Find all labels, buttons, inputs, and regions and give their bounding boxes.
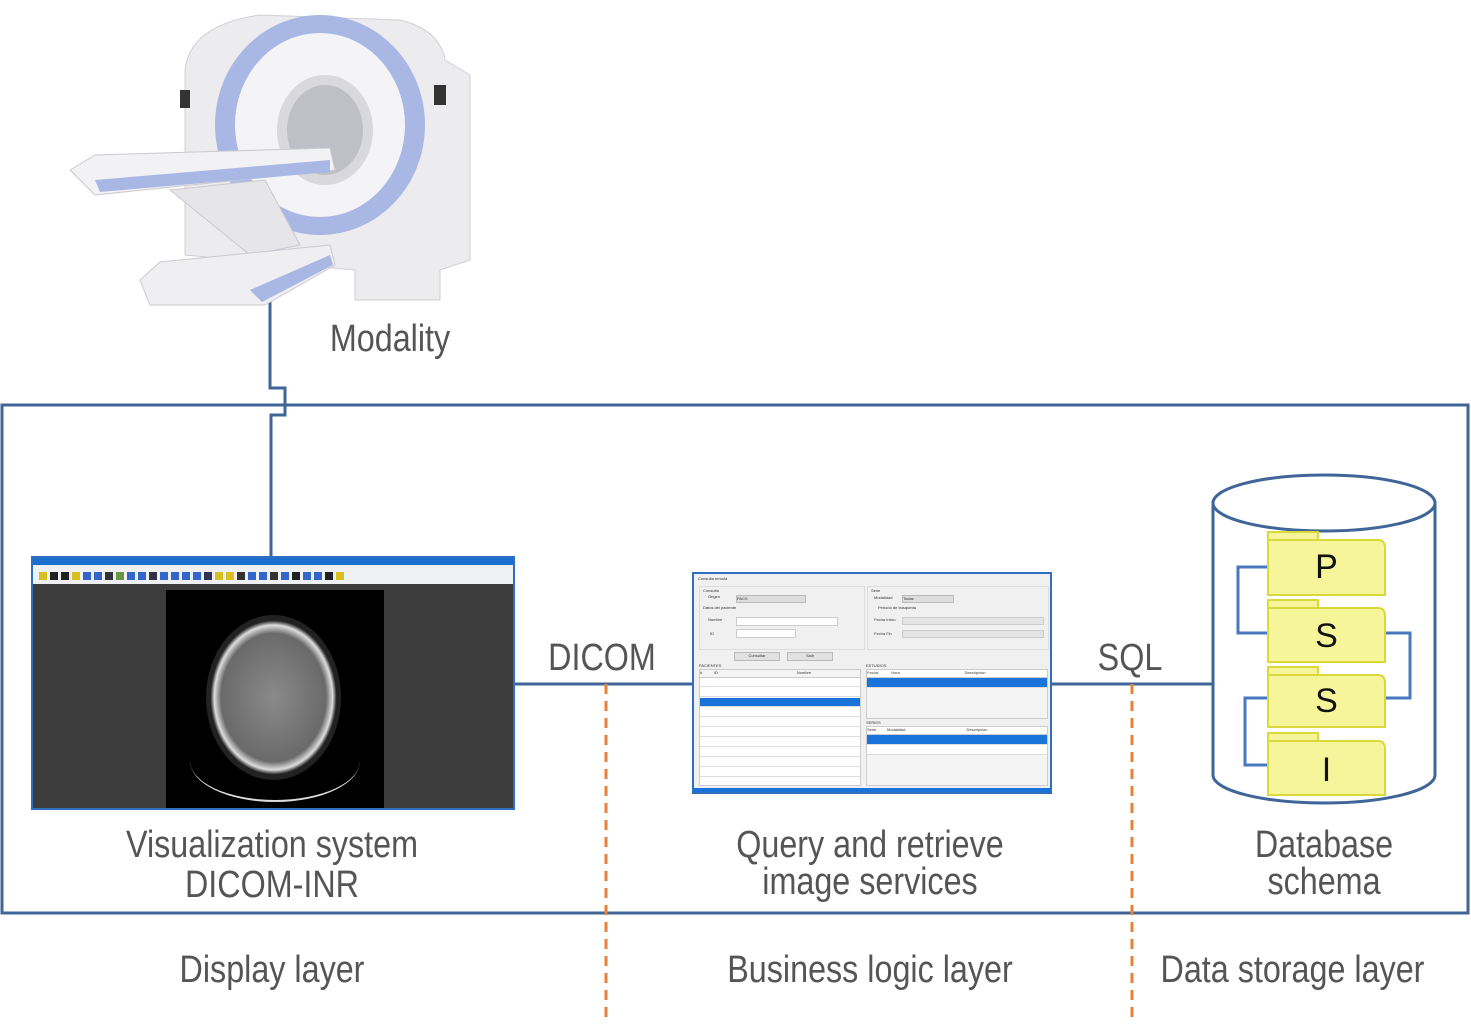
business-layer-label: Business logic layer (727, 949, 1013, 991)
visualization-label-line1: Visualization system (125, 824, 419, 866)
window-titlebar (33, 558, 513, 565)
query-label-line1: Query and retrieve (736, 824, 1004, 866)
serie-group: Serie Modalidad Todas Periodo de busqued… (867, 586, 1049, 650)
nombre-input[interactable] (736, 617, 838, 626)
table-row[interactable] (700, 678, 860, 687)
consultar-button[interactable]: Consultar (734, 652, 780, 661)
query-retrieve-window-image: Consulta remota Consulta Origen PACS Dat… (692, 572, 1052, 794)
estudios-table: Fecha Hora Descripcion (866, 669, 1048, 719)
fecha-fin-select[interactable] (902, 630, 1044, 638)
estudios-label: ESTUDIOS (866, 663, 887, 668)
table-row[interactable] (700, 748, 860, 757)
label: Fecha Fin (874, 631, 892, 636)
column-header: ID (714, 670, 718, 675)
table-row[interactable] (700, 758, 860, 767)
window-title: Consulta remota (698, 576, 728, 581)
table-label-s1: S (1315, 617, 1338, 655)
column-header: Serie (867, 727, 877, 732)
visualization-label-line2: DICOM-INR (184, 864, 360, 906)
table-label-p: P (1315, 548, 1338, 586)
label: Datos del paciente (703, 605, 737, 610)
ct-brain-image (166, 590, 384, 808)
modality-label: Modality (329, 318, 451, 360)
table-row-selected[interactable] (867, 735, 1047, 745)
folder-icon (1267, 599, 1386, 663)
query-label-line2: image services (762, 861, 978, 903)
ct-scanner-image (69, 14, 471, 306)
column-header: Nombre (796, 670, 812, 675)
table-row[interactable] (700, 728, 860, 737)
status-bar (694, 788, 1050, 792)
dicom-label: DICOM (548, 637, 656, 679)
menu-bar (33, 565, 513, 571)
folder-icon (1267, 531, 1386, 596)
modality-connector (268, 300, 287, 556)
folder-icon (1267, 666, 1386, 728)
table-row-selected[interactable] (867, 678, 1047, 688)
label: Nombre (708, 617, 723, 622)
label: Origen (708, 594, 721, 599)
salir-button[interactable]: Salir (787, 652, 833, 661)
fecha-inicio-select[interactable] (902, 617, 1044, 625)
column-header: Descripcion (966, 727, 988, 732)
folder-icon (1267, 732, 1386, 796)
id-input[interactable] (736, 629, 796, 638)
table-row[interactable] (700, 768, 860, 777)
table-row[interactable] (867, 745, 1047, 755)
label: Serie (871, 588, 881, 593)
table-row[interactable] (700, 718, 860, 727)
label: Fecha Inicio (874, 617, 896, 622)
table-row[interactable] (700, 688, 860, 697)
table-label-i: I (1321, 751, 1332, 789)
toolbar (33, 571, 513, 584)
periodo-checkbox[interactable]: Periodo de busqueda (878, 605, 917, 610)
table-label-s2: S (1315, 682, 1338, 720)
storage-layer-label: Data storage layer (1160, 949, 1425, 991)
database-folders (1267, 531, 1386, 796)
modalidad-select[interactable]: Todas (902, 595, 954, 603)
column-header: Fecha (867, 670, 879, 675)
pacientes-label: PACIENTES (699, 663, 722, 668)
label: Modalidad (874, 595, 893, 600)
database-label-line2: schema (1267, 861, 1381, 903)
visualization-window-image (31, 556, 515, 810)
origen-select[interactable]: PACS (736, 595, 806, 603)
column-header: Descripcion (964, 670, 986, 675)
system-boundary (0, 403, 1470, 915)
column-header: # (700, 670, 703, 675)
consulta-group: Consulta Origen PACS Datos del paciente … (699, 586, 865, 650)
series-label: SERIES (866, 720, 881, 725)
table-row[interactable] (700, 738, 860, 747)
column-header: Modalidad (887, 727, 906, 732)
label: Consulta (703, 588, 719, 593)
table-row[interactable] (700, 708, 860, 717)
display-layer-label: Display layer (179, 949, 365, 991)
database-label-line1: Database (1254, 824, 1394, 866)
table-row-selected[interactable] (700, 698, 860, 707)
column-header: Hora (891, 670, 900, 675)
series-table: Serie Modalidad Descripcion (866, 726, 1048, 786)
pacientes-table: # ID Nombre (699, 669, 861, 786)
label: ID (710, 631, 714, 636)
sql-label: SQL (1097, 637, 1163, 679)
